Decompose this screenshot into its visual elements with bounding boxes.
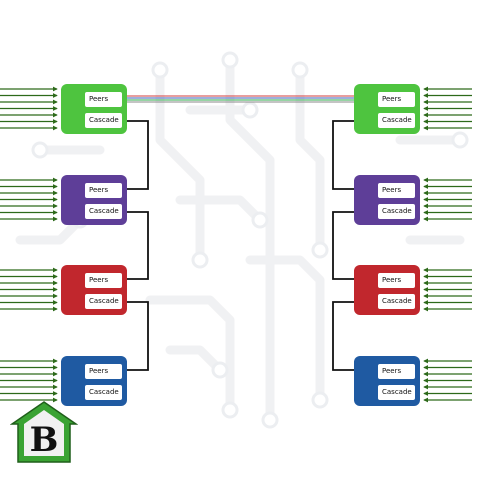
cascade-link-left xyxy=(125,120,149,190)
peers-port-label[interactable]: Peers xyxy=(378,273,415,288)
peers-port-label[interactable]: Peers xyxy=(85,364,122,379)
peers-port-label[interactable]: Peers xyxy=(85,183,122,198)
cascade-links xyxy=(125,120,354,371)
peers-port-label[interactable]: Peers xyxy=(378,183,415,198)
cascade-link-right xyxy=(332,301,354,371)
cascade-link-left xyxy=(125,301,149,371)
cascade-port-label[interactable]: Cascade xyxy=(85,385,122,400)
cascade-port-label[interactable]: Cascade xyxy=(85,204,122,219)
cascade-port-label[interactable]: Cascade xyxy=(378,294,415,309)
peers-port-label[interactable]: Peers xyxy=(85,92,122,107)
cascade-port-label[interactable]: Cascade xyxy=(378,385,415,400)
cascade-port-label[interactable]: Cascade xyxy=(85,294,122,309)
peers-port-label[interactable]: Peers xyxy=(378,92,415,107)
peer-links xyxy=(124,95,356,103)
cascade-link-left xyxy=(125,211,149,280)
cascade-port-label[interactable]: Cascade xyxy=(378,113,415,128)
cascade-port-label[interactable]: Cascade xyxy=(378,204,415,219)
peers-port-label[interactable]: Peers xyxy=(378,364,415,379)
peers-port-label[interactable]: Peers xyxy=(85,273,122,288)
cascade-link-right xyxy=(332,211,354,280)
port-arrows xyxy=(0,86,472,403)
logo-letter: B xyxy=(30,420,59,460)
cascade-link-right xyxy=(332,120,354,190)
cascade-port-label[interactable]: Cascade xyxy=(85,113,122,128)
house-b-logo-icon: B xyxy=(10,401,78,463)
